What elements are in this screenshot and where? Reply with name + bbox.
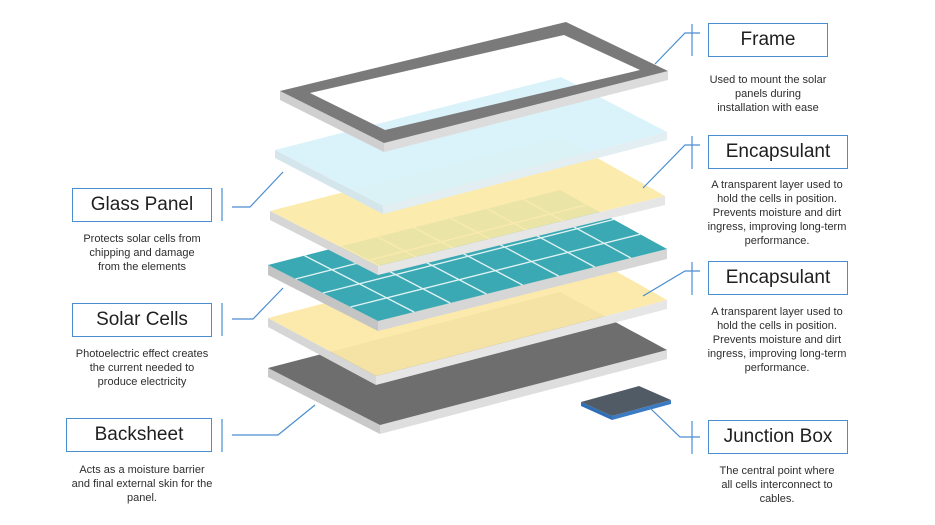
encapsulant-bottom-description: A transparent layer used to hold the cel… <box>707 306 847 374</box>
junction-box-label: Junction Box <box>708 420 848 454</box>
glass-panel-layer <box>275 77 667 214</box>
frame-callout-line <box>654 32 700 65</box>
cell-grid-line <box>350 233 641 308</box>
encapsulant-top-description: A transparent layer used to hold the cel… <box>707 179 847 247</box>
backsheet-description: Acts as a moisture barrier and final ext… <box>71 464 213 504</box>
encapsulant-top-label: Encapsulant <box>708 135 848 169</box>
junction-box <box>581 386 671 420</box>
encapsulant-bottom-callout-line <box>642 270 700 297</box>
cell-grid-line <box>322 218 614 294</box>
solar-cells-callout-line <box>232 287 284 320</box>
glass-panel-label: Glass Panel <box>72 188 212 222</box>
frame-label: Frame <box>708 23 828 57</box>
glass-panel-callout-line <box>232 171 284 208</box>
frame-layer <box>280 22 668 152</box>
callout-lines <box>221 24 700 454</box>
encapsulant-upper-layer <box>270 137 665 275</box>
junction-box-description: The central point where all cells interc… <box>719 465 835 505</box>
backsheet-callout-line <box>232 404 316 436</box>
encapsulant-top-callout-line <box>642 144 700 189</box>
frame-description: Used to mount the solar panels during in… <box>709 74 827 114</box>
solar-cells-label: Solar Cells <box>72 303 212 337</box>
solar-cells-description: Photoelectric effect creates the current… <box>75 348 209 388</box>
encapsulant-bottom-label: Encapsulant <box>708 261 848 295</box>
glass-panel-description: Protects solar cells from chipping and d… <box>83 233 201 273</box>
backsheet-label: Backsheet <box>66 418 212 452</box>
junction-box-callout-line <box>649 407 700 438</box>
